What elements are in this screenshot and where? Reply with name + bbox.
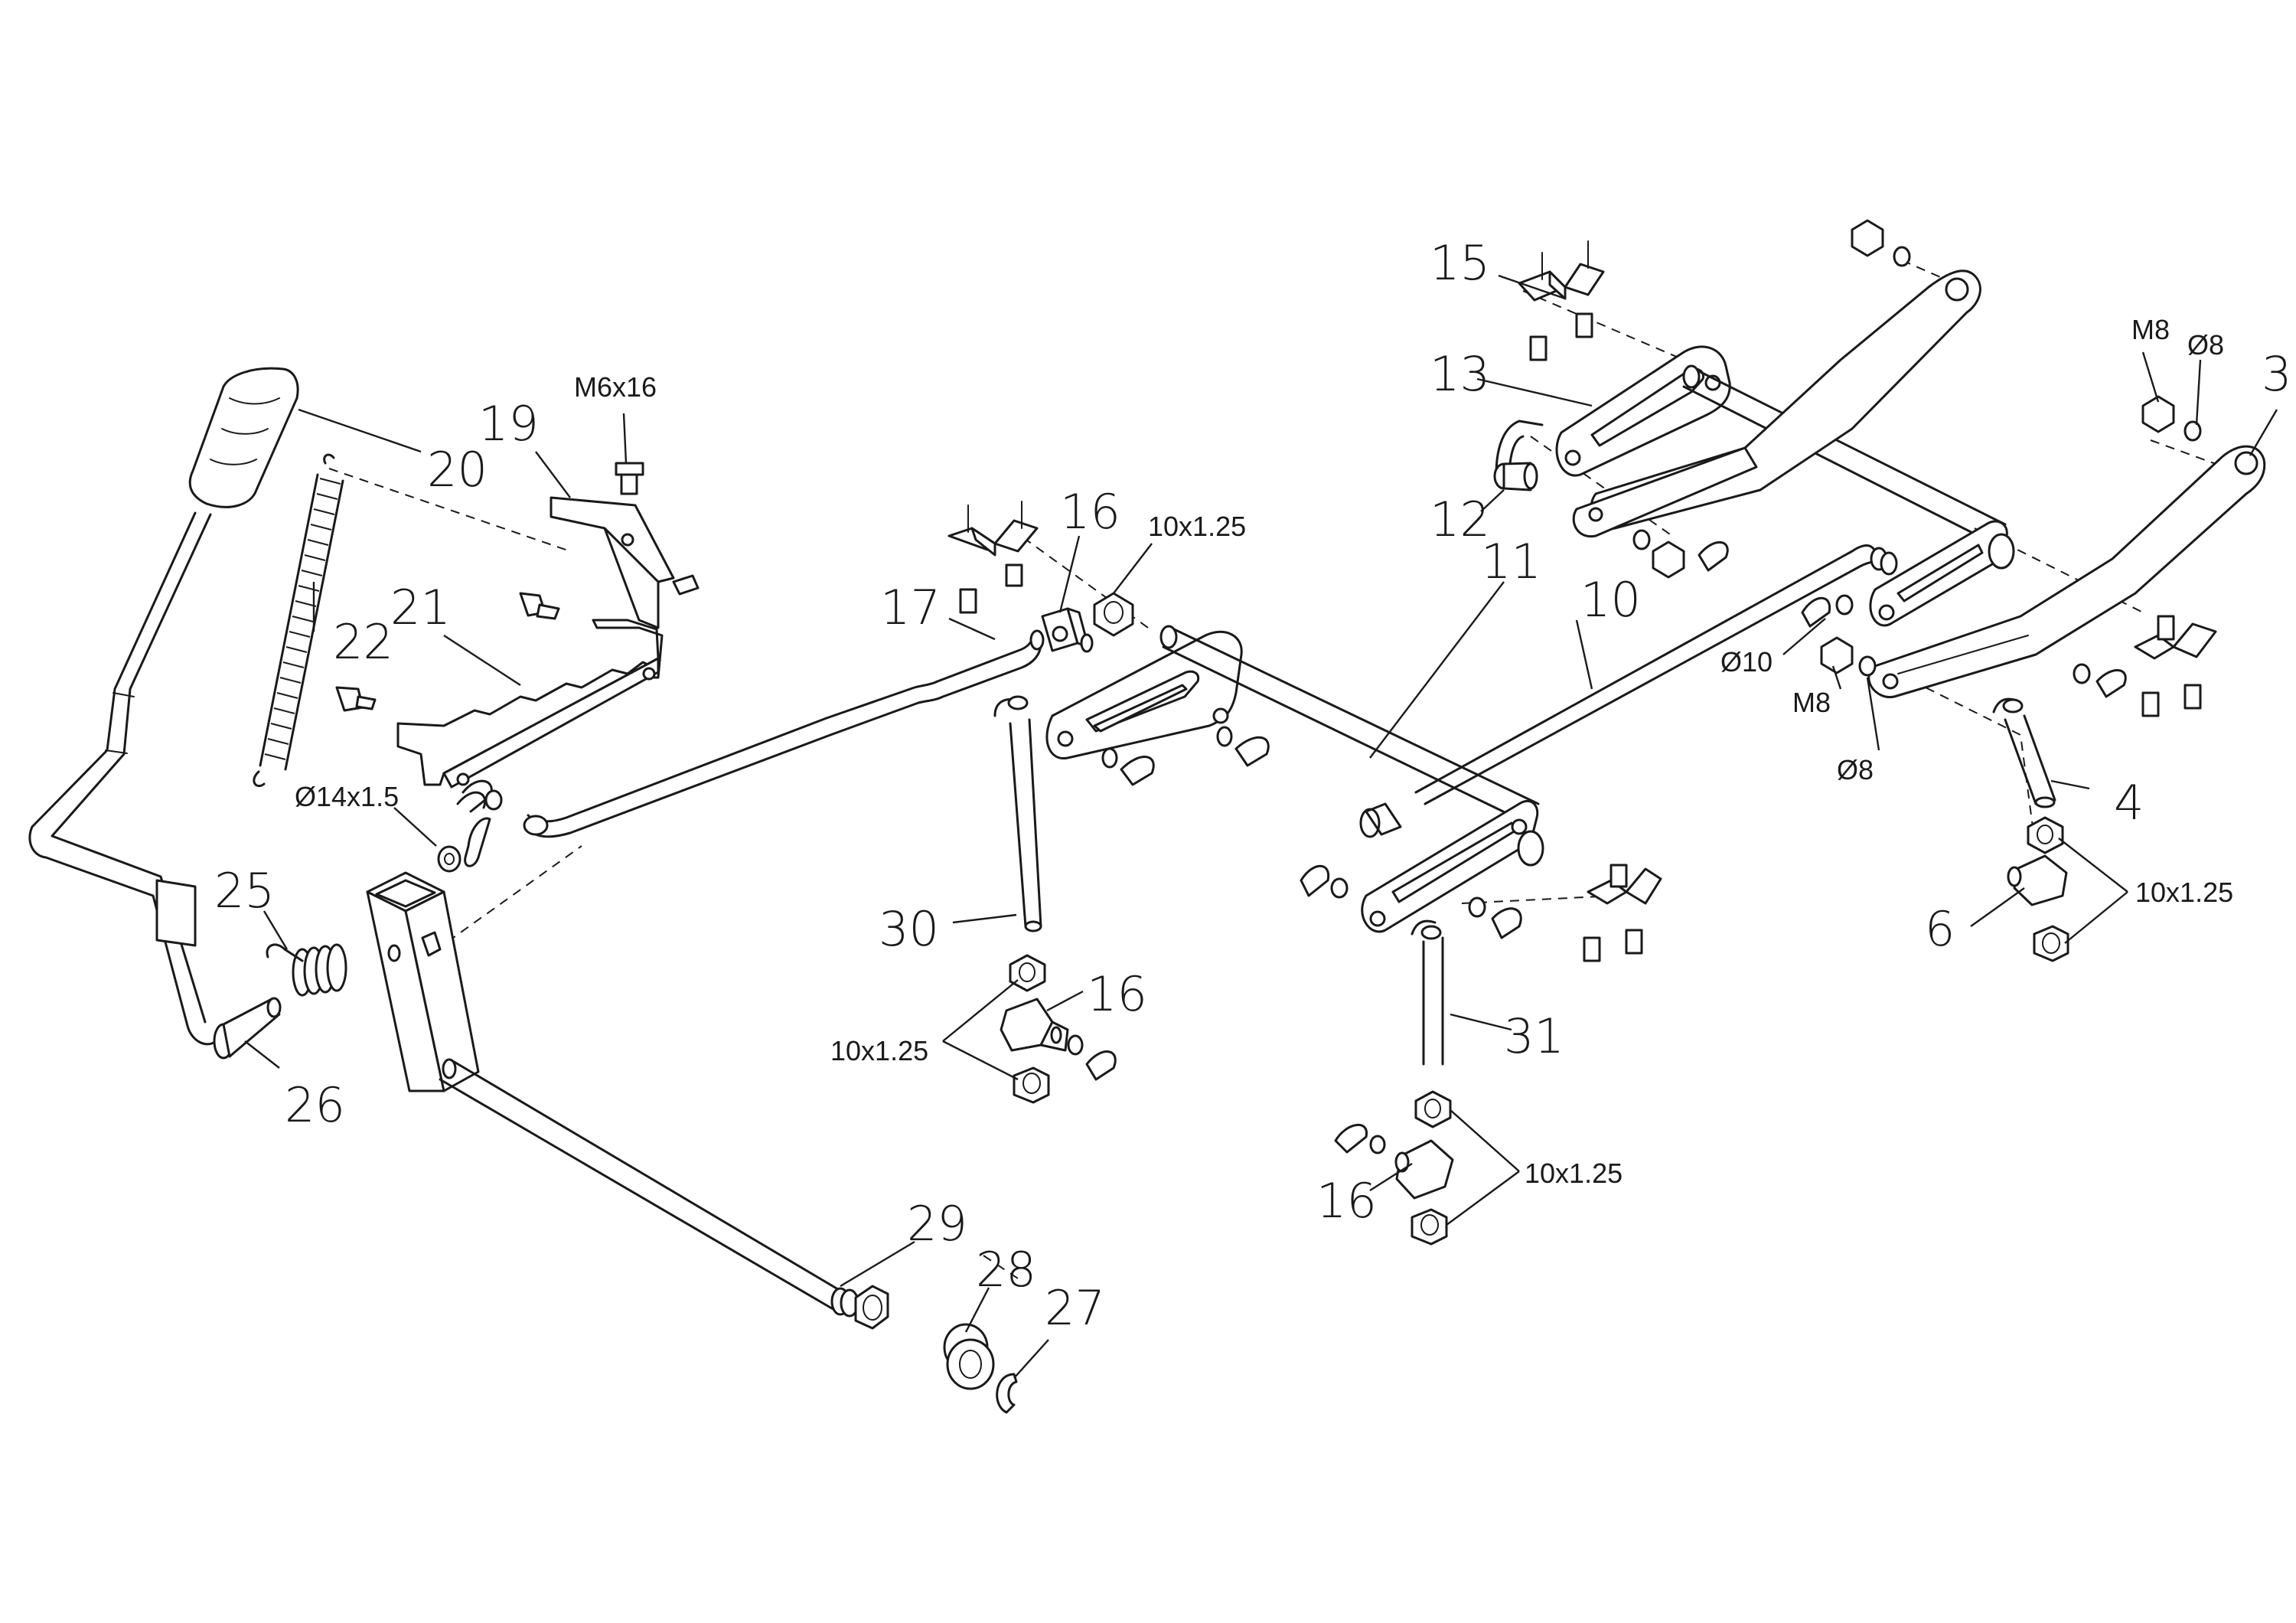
nut-near-part-29	[854, 1285, 889, 1330]
label-25: 25	[214, 863, 275, 919]
washer-d14-and-clip	[437, 779, 503, 873]
spec-m6x16: M6x16	[574, 371, 657, 403]
swivel-part-16-top	[1041, 607, 1094, 653]
swivel-part-16-bottom	[1334, 1090, 1454, 1246]
label-30: 30	[879, 901, 939, 957]
swivel-part-16-mid-left	[1000, 954, 1117, 1104]
label-13: 13	[1430, 346, 1490, 402]
rod-part-31	[1411, 919, 1444, 1066]
rod-part-4	[1992, 697, 2056, 808]
torsion-spring-part-25	[266, 943, 347, 997]
clips-lower-plate	[1300, 864, 1522, 939]
label-21: 21	[390, 580, 451, 635]
spec-m8-mid: M8	[1792, 687, 1831, 718]
label-28: 28	[976, 1242, 1036, 1298]
arm-plate-center-left	[1045, 630, 1243, 759]
rod-part-30	[993, 695, 1042, 932]
notched-plate-part-21	[335, 592, 664, 789]
bracket-lower-center	[1583, 864, 1662, 962]
arm-plate-center-lower	[1359, 799, 1544, 933]
pin-part-26	[213, 997, 282, 1060]
label-16-top: 16	[1060, 484, 1120, 540]
label-31: 31	[1504, 1008, 1564, 1064]
label-16-bottom: 16	[1316, 1173, 1377, 1229]
label-12: 12	[1430, 491, 1490, 547]
label-26: 26	[285, 1077, 345, 1133]
arm-plate-under-13	[1572, 446, 1758, 538]
spring-part-22	[253, 453, 344, 788]
hardware-top	[1632, 219, 2202, 579]
label-20: 20	[427, 442, 488, 498]
label-19: 19	[478, 396, 539, 452]
spec-10x1-25-top: 10x1.25	[1148, 511, 1246, 542]
label-10: 10	[1580, 572, 1641, 628]
bushing-part-28	[943, 1323, 995, 1390]
assembly-lines	[328, 260, 2236, 1279]
bracket-right	[2134, 615, 2217, 717]
lift-arm-part-3	[1867, 445, 2266, 698]
label-16-mid: 16	[1087, 966, 1147, 1022]
swivel-part-6	[2007, 816, 2069, 962]
e-clip-part-27	[996, 1373, 1018, 1414]
label-29: 29	[907, 1196, 967, 1252]
label-6: 6	[1925, 901, 1955, 957]
label-3: 3	[2262, 346, 2291, 402]
label-4: 4	[2114, 775, 2144, 831]
pin-part-12	[1493, 420, 1544, 491]
spec-labels: M6x16 Ø14x1.5 10x1.25 10x1.25 10x1.25 10…	[295, 314, 2233, 1189]
flange-nut-top	[1093, 592, 1134, 637]
cross-bar-top	[1682, 364, 2007, 545]
hardware-mid-right	[1801, 594, 2127, 698]
lift-lever	[28, 511, 217, 1046]
rod-part-10	[1414, 544, 1898, 805]
spec-d10: Ø10	[1720, 646, 1773, 678]
leader-lines	[244, 274, 2278, 1379]
handle-grip-part-20	[188, 367, 299, 508]
spec-10x1-25-mid: 10x1.25	[830, 1035, 928, 1066]
arm-plate-right	[1869, 520, 2015, 627]
label-22: 22	[333, 614, 393, 670]
spec-d8-mid: Ø8	[1837, 754, 1874, 785]
spec-10x1-25-right: 10x1.25	[2135, 877, 2233, 908]
bracket-top-left	[947, 501, 1039, 614]
spec-d14x1-5: Ø14x1.5	[295, 781, 399, 812]
label-15: 15	[1430, 235, 1490, 291]
square-tube-post	[366, 871, 480, 1092]
label-11: 11	[1481, 534, 1541, 589]
label-27: 27	[1045, 1280, 1105, 1336]
rod-part-17	[523, 629, 1045, 838]
shaft-part-29	[439, 1058, 859, 1318]
arm-plate-part-13	[1555, 345, 1731, 477]
spec-10x1-25-low: 10x1.25	[1525, 1158, 1623, 1189]
clips-center-plate	[1101, 726, 1270, 786]
bracket-part-15	[1518, 240, 1605, 361]
part-numbers: 3 4 6 10 11 12 13 15 16 16 16 17 19 20 2…	[214, 235, 2291, 1336]
spec-d8-top: Ø8	[2187, 329, 2224, 361]
label-17: 17	[880, 580, 941, 635]
bracket-part-19	[550, 462, 700, 629]
spec-m8-top: M8	[2131, 314, 2170, 345]
